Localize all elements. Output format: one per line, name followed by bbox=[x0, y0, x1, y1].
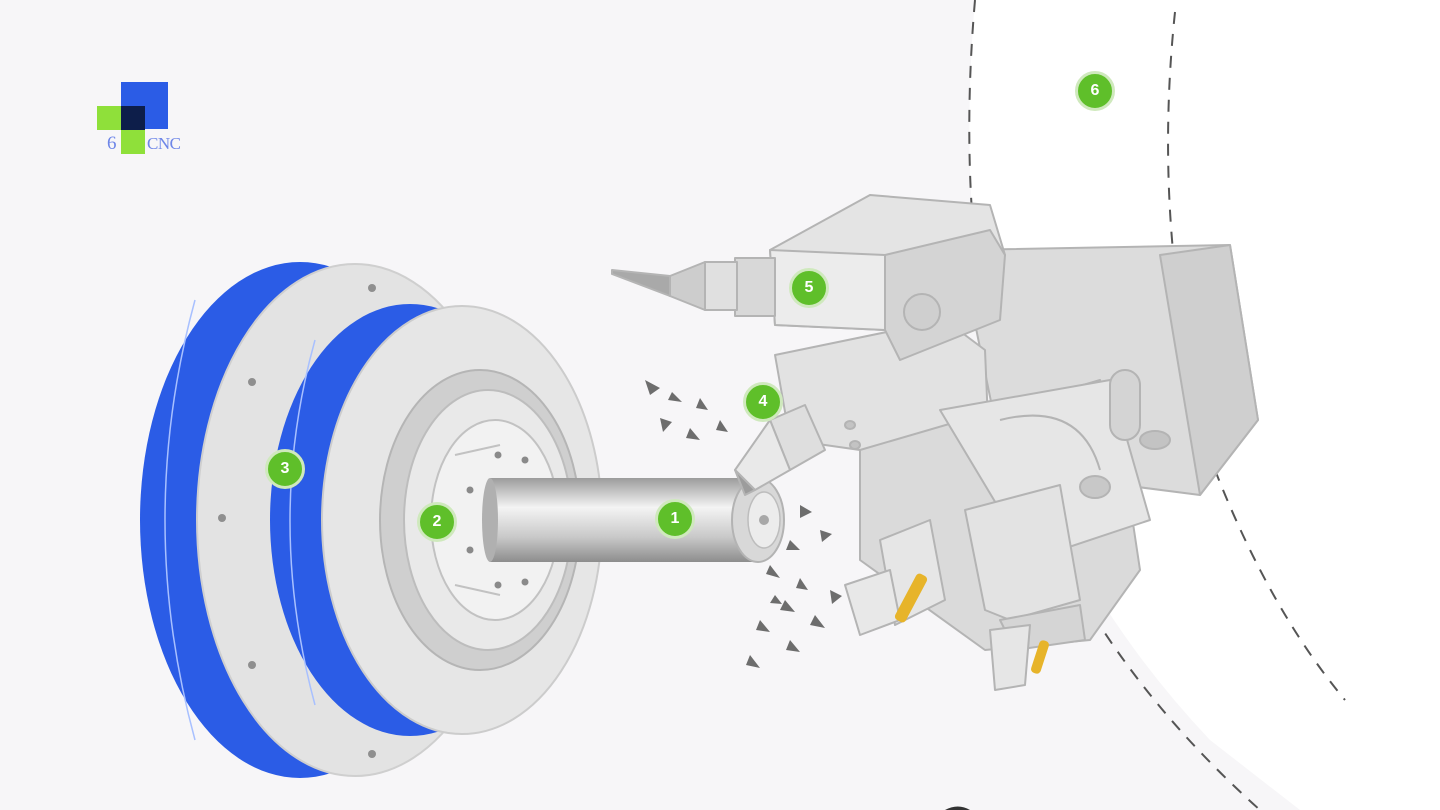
callout-cutting-tool: 4 bbox=[743, 382, 783, 422]
turret-zone-arc-inner bbox=[1167, 11, 1346, 701]
callout-turret-zone: 6 bbox=[1075, 71, 1115, 111]
tool-turret bbox=[774, 244, 1259, 691]
callout-spindle: 3 bbox=[265, 449, 305, 489]
brand-logo: 6 CNC bbox=[97, 82, 197, 157]
logo-square-green-lower bbox=[121, 130, 145, 154]
logo-square-green bbox=[97, 106, 121, 130]
logo-text: CNC bbox=[147, 134, 181, 153]
callout-live-tool: 5 bbox=[789, 268, 829, 308]
callout-chuck: 2 bbox=[417, 502, 457, 542]
tool-insert-a bbox=[894, 573, 928, 623]
workpiece bbox=[482, 477, 785, 563]
callout-workpiece: 1 bbox=[655, 499, 695, 539]
logo-digit: 6 bbox=[107, 133, 117, 154]
logo-square-navy bbox=[121, 106, 145, 130]
metal-chips bbox=[645, 380, 842, 668]
cutting-tool-holder bbox=[734, 404, 826, 496]
edge-mark bbox=[945, 806, 970, 810]
tool-insert-b bbox=[1031, 640, 1049, 674]
